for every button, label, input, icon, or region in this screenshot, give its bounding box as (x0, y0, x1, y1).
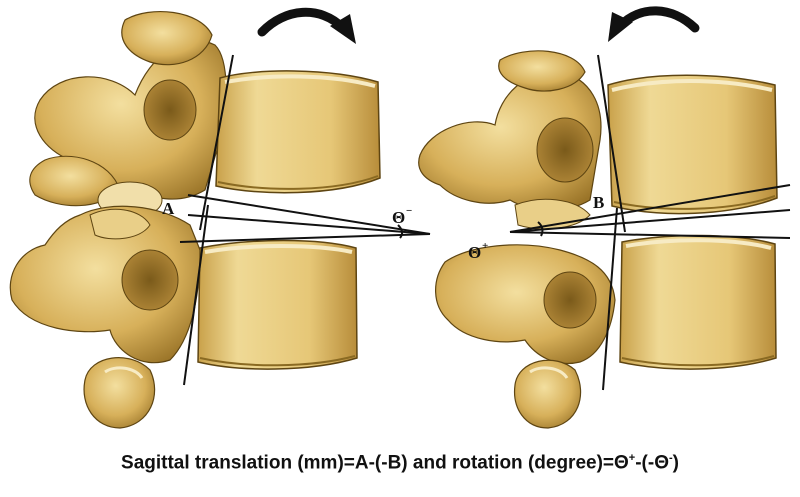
left-measurement-lines (179, 54, 431, 386)
right-measurement-lines (509, 54, 791, 391)
right-upper-posterior-line (597, 54, 626, 233)
curved-arrow-counterclockwise-icon (608, 6, 700, 42)
left-upper-vertebral-body (215, 70, 381, 194)
left-lower-posterior-elements (9, 205, 201, 429)
right-motion-segment (418, 6, 791, 429)
left-lower-posterior-line (183, 204, 209, 386)
theta-positive-sup: + (482, 240, 488, 252)
label-b: B (593, 193, 604, 212)
right-upper-vertebral-body (607, 74, 778, 215)
theta-positive-symbol: Θ (468, 243, 481, 262)
label-theta-positive: Θ + (468, 240, 488, 262)
figure-caption: Sagittal translation (mm)=A-(-B) and rot… (0, 452, 800, 474)
left-upper-endplate-line (187, 194, 431, 235)
left-lower-endplate-line (179, 233, 431, 243)
theta-negative-sup: − (406, 205, 412, 217)
left-upper-endplate-line-2 (187, 214, 431, 235)
theta-negative-symbol: Θ (392, 208, 405, 227)
right-upper-endplate-line-2 (509, 209, 791, 233)
right-upper-posterior-elements (418, 50, 602, 230)
right-lower-endplate-line (509, 231, 791, 239)
right-lower-vertebral-body (619, 234, 777, 370)
left-motion-segment (9, 7, 431, 429)
caption-prefix: Sagittal translation (mm)=A-(-B) and rot… (121, 452, 629, 474)
left-lower-vertebral-body (197, 239, 358, 370)
left-angle-arc (397, 224, 404, 239)
caption-mid: -(-Θ (635, 452, 669, 474)
caption-sup-minus: - (668, 452, 673, 464)
right-angle-arc (537, 221, 544, 237)
left-upper-posterior-line (199, 54, 234, 231)
right-lower-posterior-elements (435, 244, 616, 429)
label-a: A (162, 199, 175, 218)
curved-arrow-clockwise-icon (257, 7, 356, 44)
left-upper-posterior-elements (29, 10, 227, 219)
right-lower-posterior-line (602, 207, 618, 391)
caption-suffix: ) (672, 452, 679, 474)
right-upper-endplate-line (509, 184, 791, 233)
caption-sup-plus: + (628, 452, 636, 464)
label-theta-negative: Θ − (392, 205, 412, 227)
